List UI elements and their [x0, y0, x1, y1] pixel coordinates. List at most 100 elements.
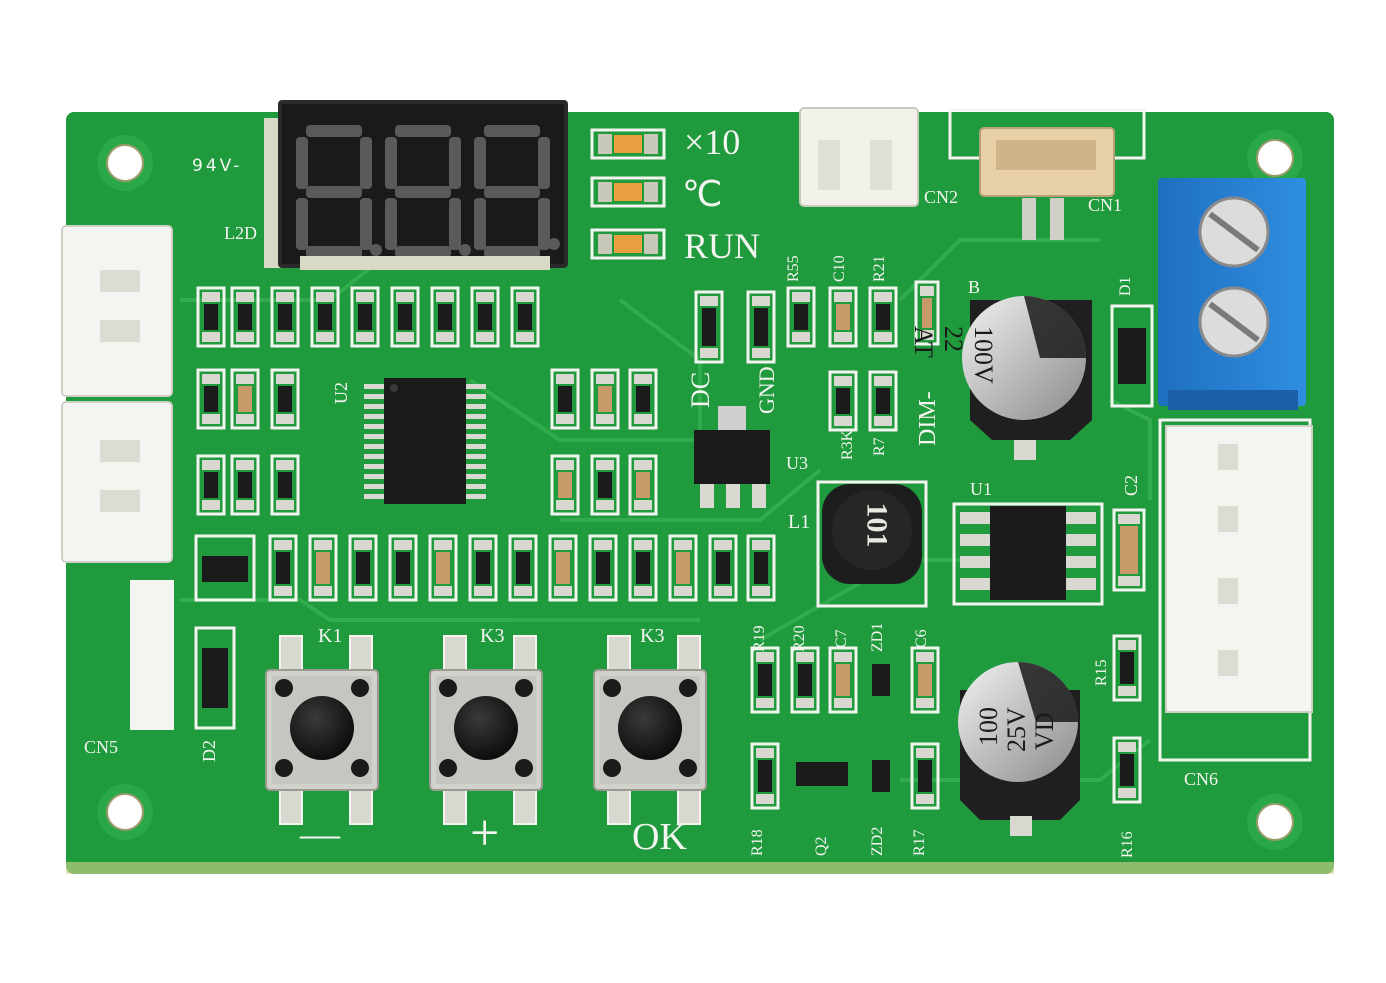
cap1-top: 100V	[969, 326, 998, 384]
smd-part-icon	[508, 534, 538, 602]
connector-left-icon	[61, 225, 174, 730]
smd-part-icon	[388, 534, 418, 602]
smd-part-icon	[910, 742, 940, 810]
cap2-bot: VD	[1030, 712, 1059, 750]
smd-part-icon	[548, 534, 578, 602]
ic-u3-icon	[694, 406, 770, 508]
ic-u1-icon	[952, 502, 1104, 606]
smd-part-icon	[746, 534, 776, 602]
ref-d2: D2	[199, 740, 219, 762]
indicator-label-celsius: ℃	[682, 174, 723, 214]
ref-b: B	[968, 277, 981, 297]
ref-r21: R21	[871, 255, 888, 282]
smd-part-icon	[668, 534, 698, 602]
smd-part-icon	[270, 368, 300, 430]
button-ref-k3b: K3	[640, 625, 665, 647]
ic-ref-u3: U3	[786, 453, 808, 473]
smd-part-icon	[1112, 634, 1142, 702]
button-label-ok: OK	[632, 816, 687, 858]
inductor-marking: 101	[860, 502, 894, 548]
ref-r16: R16	[1119, 831, 1136, 858]
ref-c2: C2	[1121, 474, 1141, 496]
smd-part-icon	[1112, 508, 1146, 592]
smd-part-icon	[550, 454, 580, 516]
ref-dc: DC	[686, 371, 715, 408]
smd-part-icon	[628, 454, 658, 516]
ic-ref-u1: U1	[970, 479, 992, 499]
button-ref-k1: K1	[318, 625, 343, 647]
button-label-minus: —	[300, 811, 340, 856]
cap2-mid: 25V	[1002, 707, 1031, 752]
ref-r7: R7	[871, 437, 888, 456]
connector-label-cn6: CN6	[1184, 769, 1219, 789]
seven-segment-display	[264, 100, 568, 270]
smd-part-icon	[786, 286, 816, 348]
connector-cn1-icon	[948, 108, 1146, 240]
capacitor-2-value: 100	[974, 707, 1003, 746]
ref-r3k: R3K	[839, 429, 856, 460]
smd-part-icon	[828, 646, 858, 714]
ref-zd1: ZD1	[869, 622, 886, 652]
smd-part-icon	[310, 286, 340, 348]
ref-r20: R20	[791, 625, 808, 652]
display-label: L2D	[224, 223, 257, 243]
cap2-top: 100	[974, 707, 1003, 746]
display-digits-icon	[296, 125, 560, 258]
smd-part-icon	[270, 454, 300, 516]
electrolytic-capacitor-1-icon	[962, 296, 1092, 460]
smd-part-icon	[468, 534, 498, 602]
cap1-bot: AT	[909, 326, 938, 358]
smd-part-icon	[1112, 736, 1142, 804]
smd-part-icon	[510, 286, 540, 348]
inductor-l1-icon	[816, 480, 928, 608]
smd-part-icon	[910, 646, 940, 714]
diode-d2-icon	[194, 534, 256, 730]
capacitor-2-rating: 25V	[1002, 707, 1031, 752]
ref-r17: R17	[911, 829, 928, 856]
ref-c6: C6	[913, 629, 930, 648]
ref-c10: C10	[831, 255, 848, 282]
ic-ref-u2: U2	[331, 382, 351, 404]
smd-part-icon	[196, 286, 226, 348]
smd-part-icon	[348, 534, 378, 602]
smd-part-icon	[628, 368, 658, 430]
smd-part-icon	[694, 290, 724, 364]
smd-components	[196, 280, 1146, 810]
tactile-button-2[interactable]	[429, 635, 543, 825]
tactile-button-3[interactable]	[593, 635, 707, 825]
ref-c7: C7	[833, 629, 850, 648]
ref-zd2: ZD2	[869, 826, 886, 856]
indicator-label-run: RUN	[684, 226, 761, 266]
smd-part-icon	[230, 454, 260, 516]
tactile-button-1[interactable]	[265, 635, 379, 825]
smd-part-icon	[746, 290, 776, 364]
smd-part-icon	[588, 534, 618, 602]
smd-part-icon	[868, 286, 898, 348]
ref-r55: R55	[785, 255, 802, 282]
diode-d1-icon	[1110, 304, 1154, 408]
button-ref-k3a: K3	[480, 625, 505, 647]
smd-part-icon	[628, 534, 658, 602]
connector-label-cn2: CN2	[924, 187, 959, 207]
indicator-label-x10: ×10	[684, 122, 741, 162]
smd-part-icon	[828, 370, 858, 432]
smd-part-icon	[230, 286, 260, 348]
smd-part-icon	[196, 454, 226, 516]
smd-part-icon	[750, 742, 780, 810]
connector-label-cn5: CN5	[84, 737, 119, 757]
capacitor-1-value: 22	[939, 326, 968, 352]
smd-part-icon	[270, 286, 300, 348]
mounting-hole	[97, 130, 1303, 850]
smd-part-icon	[428, 534, 458, 602]
smd-part-icon	[550, 368, 580, 430]
capacitor-1-rating: 100V	[969, 326, 998, 384]
electrolytic-capacitor-2-icon	[958, 662, 1080, 836]
small-semiconductor-icon	[796, 664, 890, 792]
fr4-marking: 94V-	[192, 156, 243, 176]
ref-dim: DIM-	[915, 391, 941, 446]
connector-label-cn1: CN1	[1088, 195, 1123, 215]
smd-part-icon	[708, 534, 738, 602]
connector-cn6-icon	[1158, 418, 1313, 762]
cap1-mid: 22	[939, 326, 968, 352]
